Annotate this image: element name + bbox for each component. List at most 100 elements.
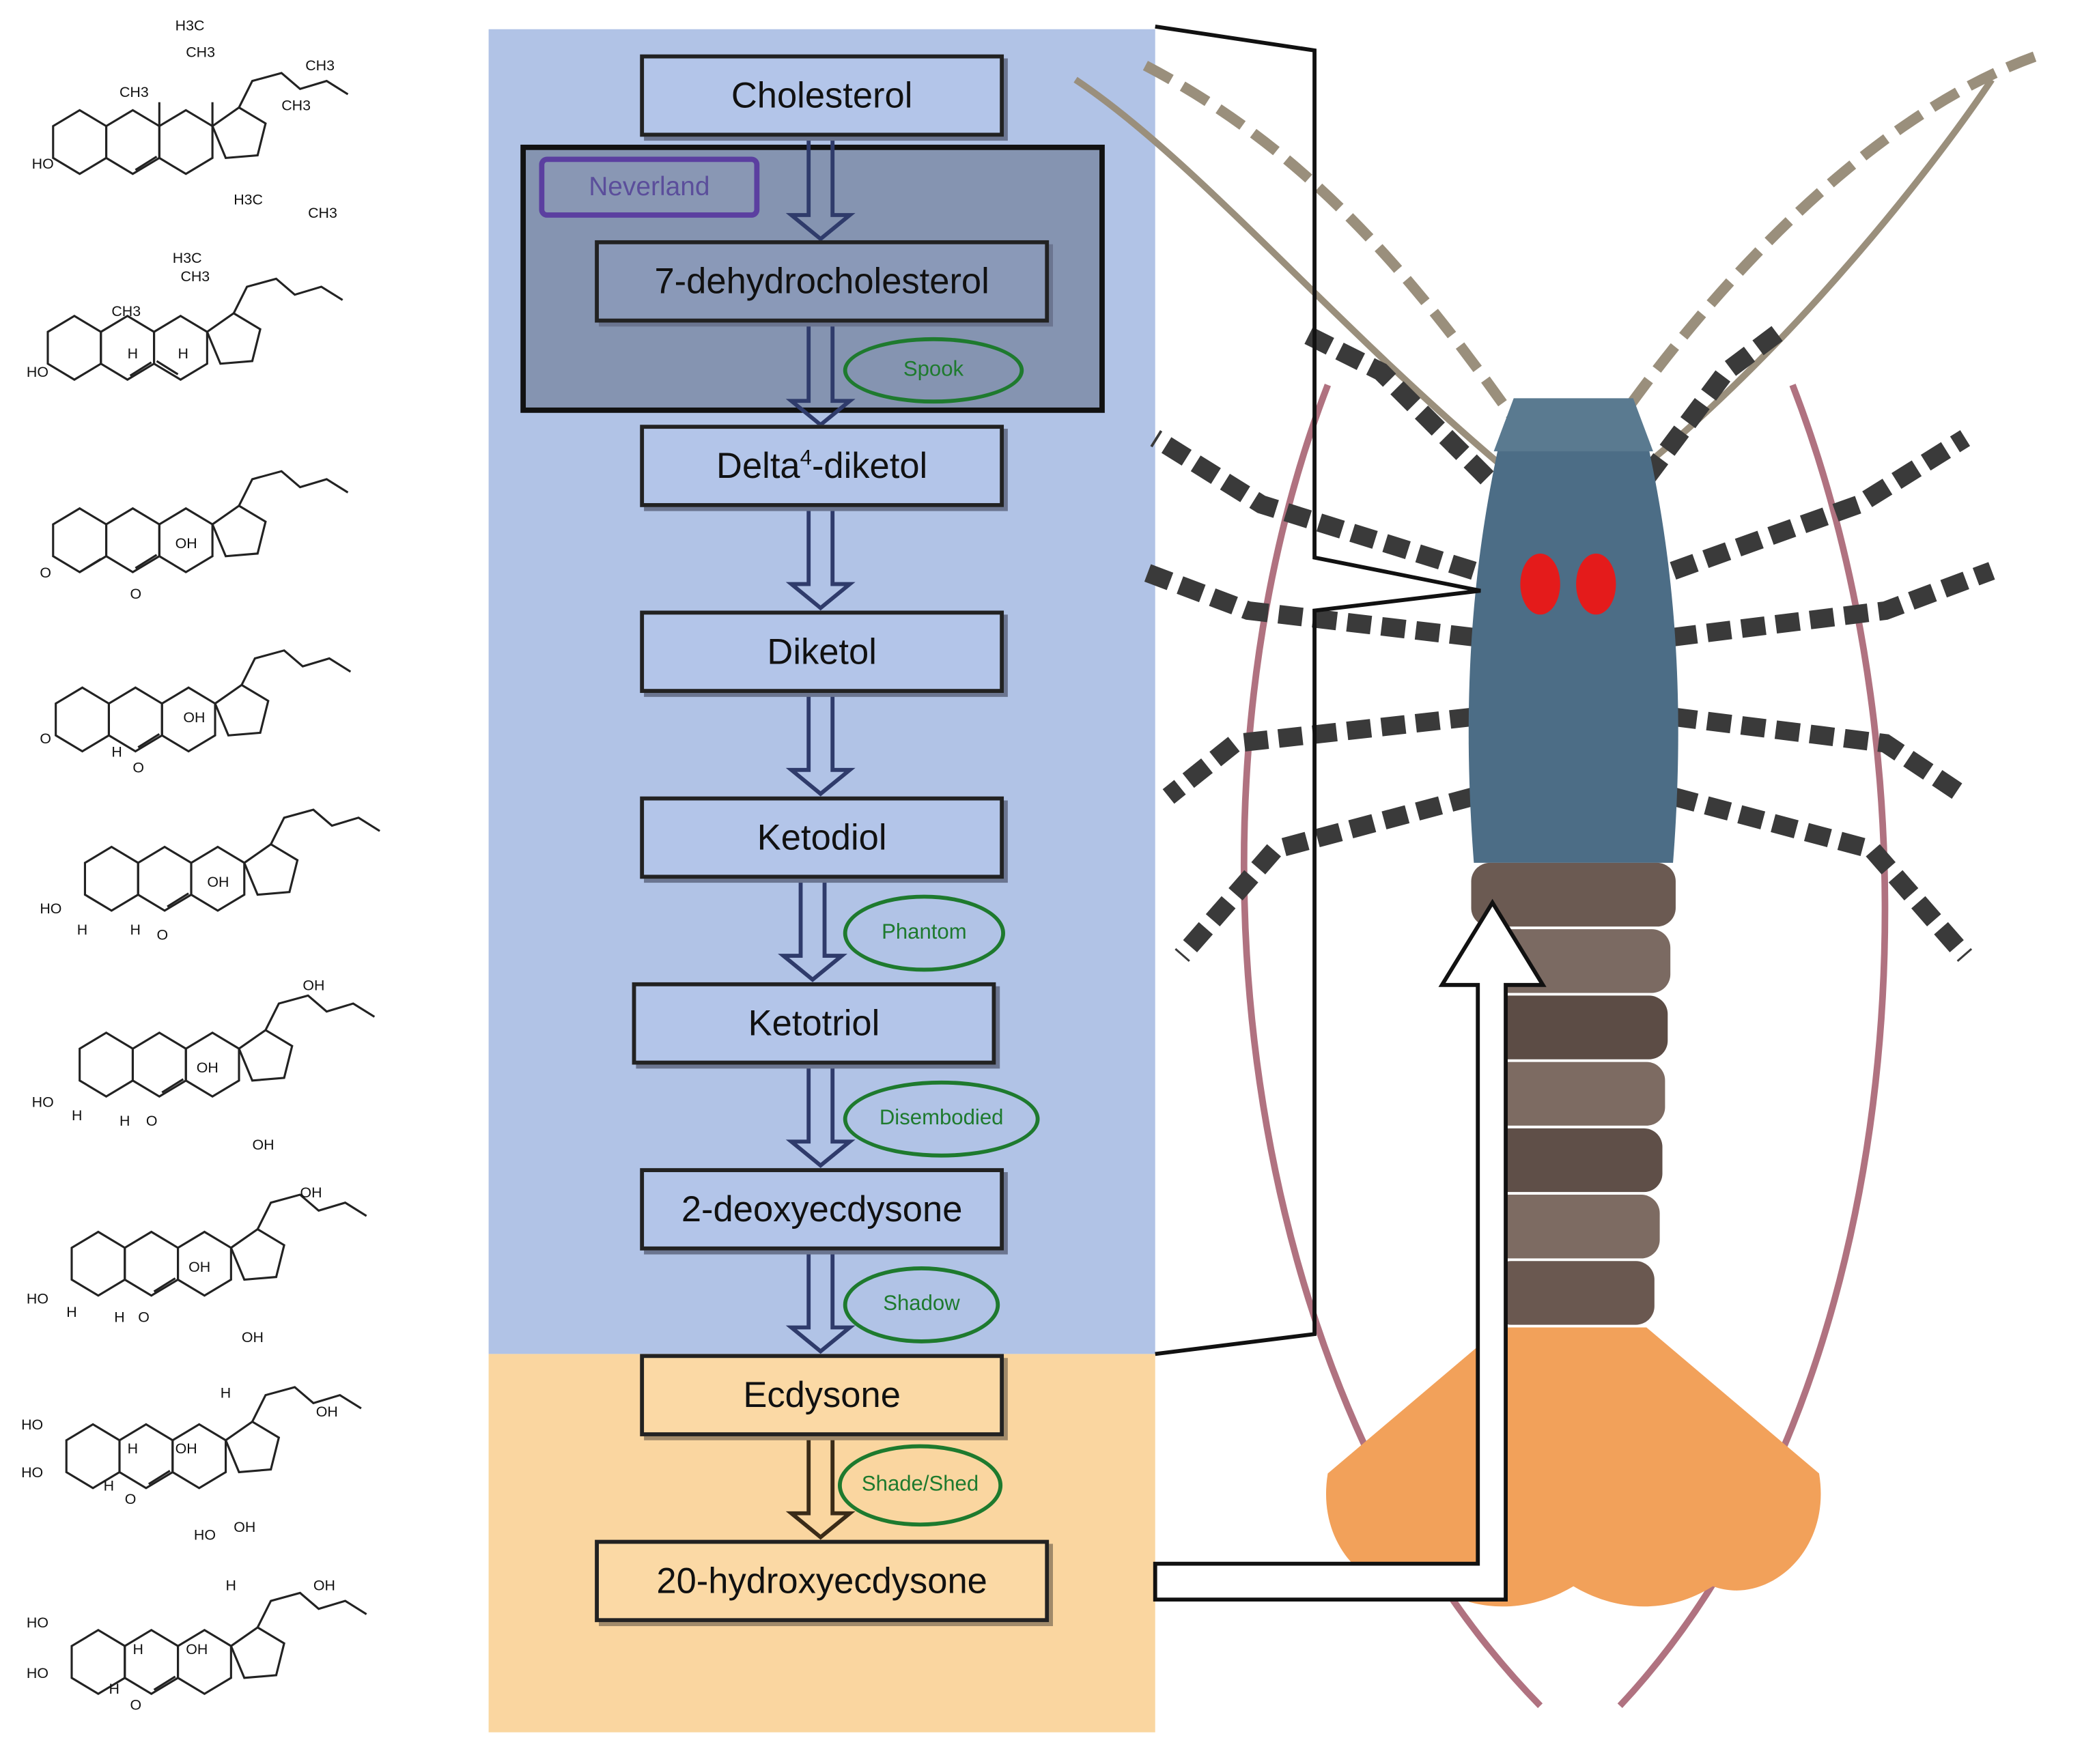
svg-text:O: O	[156, 927, 168, 943]
structure-cholesterol: H3C CH3 CH3 CH3 CH3 HO	[32, 18, 350, 175]
svg-text:H: H	[66, 1304, 76, 1320]
structure-20-hydroxyecdysone: HO OH H OH OH HO HO H H O	[27, 1519, 368, 1713]
enzyme-shadow-label: Shadow	[883, 1292, 960, 1315]
svg-text:O: O	[138, 1309, 150, 1326]
svg-text:OH: OH	[188, 1259, 210, 1275]
svg-text:O: O	[40, 565, 51, 581]
ecdysone-arrow	[785, 1436, 856, 1540]
svg-text:H: H	[132, 1641, 143, 1658]
svg-text:CH3: CH3	[180, 268, 210, 285]
feedback-arrow	[1153, 898, 1547, 1602]
svg-text:H: H	[72, 1107, 82, 1124]
svg-text:CH3: CH3	[186, 44, 215, 61]
svg-text:CH3: CH3	[281, 97, 311, 113]
step-7-dehydrocholesterol: 7-dehydrocholesterol	[595, 240, 1050, 323]
step-2-deoxyecdysone: 2-deoxyecdysone	[640, 1168, 1004, 1251]
svg-text:O: O	[132, 760, 144, 776]
svg-text:HO: HO	[32, 1094, 54, 1111]
legs	[1138, 323, 1995, 963]
svg-text:HO: HO	[40, 900, 61, 917]
step-cholesterol: Cholesterol	[640, 54, 1004, 137]
step-diketol: Diketol	[640, 610, 1004, 694]
head	[1493, 398, 1653, 452]
svg-text:H: H	[226, 1578, 236, 1594]
svg-text:H: H	[221, 1385, 231, 1402]
enzyme-phantom: Phantom	[843, 894, 1005, 972]
structure-delta4-diketol: OH O O	[40, 470, 350, 602]
svg-text:HO: HO	[194, 1527, 216, 1544]
enzyme-shade-shed-label: Shade/Shed	[861, 1473, 979, 1496]
structure-diketol: OH O H O	[40, 649, 352, 776]
enzyme-neverland-label: Neverland	[589, 171, 710, 201]
svg-text:OH: OH	[186, 1641, 208, 1658]
step-cholesterol-label: Cholesterol	[731, 74, 913, 115]
enzyme-disembodied-label: Disembodied	[879, 1107, 1004, 1130]
svg-text:H: H	[109, 1681, 119, 1697]
svg-text:HO: HO	[21, 1417, 43, 1433]
structure-ketodiol: OH HO H H O	[40, 808, 381, 943]
structure-7-dehydrocholesterol: H3C CH3 H3C CH3 CH3 H H HO	[27, 191, 344, 381]
svg-text:O: O	[130, 586, 142, 602]
enzyme-shade-shed: Shade/Shed	[837, 1444, 1003, 1527]
step-ketotriol-label: Ketotriol	[748, 1003, 880, 1043]
svg-text:O: O	[146, 1113, 158, 1129]
svg-text:H3C: H3C	[175, 18, 205, 34]
svg-text:O: O	[40, 730, 51, 747]
pathway-arrows	[778, 138, 856, 1354]
lobster-eye-left	[1520, 553, 1560, 615]
structure-2-deoxyecdysone: OH OH OH HO H H O	[27, 1137, 368, 1326]
svg-text:H3C: H3C	[234, 191, 263, 208]
tail-fan	[1325, 1327, 1821, 1607]
svg-text:H: H	[111, 743, 122, 760]
svg-text:OH: OH	[175, 1440, 197, 1457]
svg-text:CH3: CH3	[305, 57, 335, 74]
enzyme-disembodied: Disembodied	[843, 1080, 1040, 1158]
svg-text:H: H	[128, 1440, 138, 1457]
enzyme-shadow: Shadow	[843, 1266, 1000, 1343]
svg-text:CH3: CH3	[119, 84, 149, 100]
svg-text:HO: HO	[27, 1614, 48, 1631]
antenna-left-outer	[1073, 76, 1503, 468]
svg-text:HO: HO	[27, 364, 48, 380]
svg-text:OH: OH	[313, 1578, 335, 1594]
svg-text:OH: OH	[300, 1184, 322, 1201]
structure-ecdysone: OH H OH OH HO HO H H O	[21, 1329, 363, 1507]
svg-text:H3C: H3C	[173, 250, 202, 266]
svg-text:HO: HO	[21, 1464, 43, 1481]
step-2-deoxyecdysone-label: 2-deoxyecdysone	[681, 1189, 963, 1229]
step-diketol-label: Diketol	[767, 631, 877, 671]
enzyme-spook-label: Spook	[903, 358, 964, 382]
svg-text:O: O	[125, 1491, 137, 1507]
antenna-right	[1602, 48, 2046, 442]
svg-text:CH3: CH3	[111, 303, 141, 319]
svg-text:H: H	[104, 1478, 114, 1494]
svg-text:H: H	[119, 1113, 130, 1129]
step-20-hydroxyecdysone-label: 20-hydroxyecdysone	[656, 1560, 987, 1601]
svg-text:H: H	[130, 922, 141, 938]
chemical-structures: H3C CH3 CH3 CH3 CH3 HO H3C CH3 H3C CH3 C…	[21, 18, 381, 1713]
bracket-connector	[1155, 25, 1481, 1356]
carapace	[1468, 438, 1678, 863]
svg-text:H: H	[128, 345, 138, 362]
lobster-eye-right	[1576, 553, 1616, 615]
svg-text:O: O	[130, 1697, 142, 1713]
svg-text:H: H	[178, 345, 188, 362]
enzyme-phantom-label: Phantom	[882, 921, 967, 944]
svg-text:OH: OH	[242, 1329, 264, 1346]
step-ecdysone: Ecdysone	[640, 1354, 1004, 1436]
svg-text:HO: HO	[32, 156, 54, 172]
step-ketodiol-label: Ketodiol	[757, 816, 887, 857]
svg-text:OH: OH	[207, 874, 229, 890]
svg-text:H: H	[114, 1309, 124, 1326]
svg-text:CH3: CH3	[308, 205, 337, 221]
step-ecdysone-label: Ecdysone	[743, 1374, 901, 1414]
svg-text:OH: OH	[316, 1404, 338, 1420]
step-delta4-diketol-label: Delta4-diketol	[716, 445, 928, 485]
svg-text:OH: OH	[175, 535, 197, 552]
svg-text:OH: OH	[183, 709, 205, 726]
svg-text:OH: OH	[197, 1059, 219, 1076]
step-ketotriol: Ketotriol	[632, 982, 996, 1065]
svg-text:H: H	[77, 922, 87, 938]
svg-text:OH: OH	[303, 978, 324, 994]
